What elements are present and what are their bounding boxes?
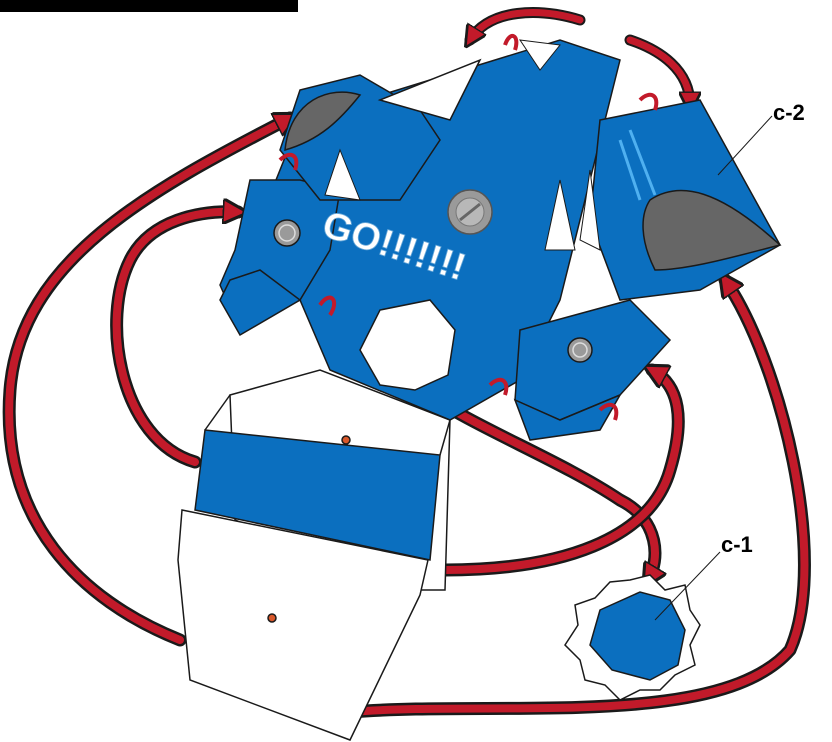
header-bar [0,0,298,12]
yamaha-emblem-icon [274,220,300,246]
marker-dot [268,614,276,622]
marker-dot [342,436,350,444]
leader-line-c2 [718,116,772,175]
screw-head-icon [448,190,492,234]
label-c1: c-1 [721,532,753,558]
yamaha-emblem-icon [568,338,592,362]
label-c2: c-2 [773,100,805,126]
lower-body [178,370,450,740]
right-cone-c2 [590,100,780,300]
arrow-inner-left [117,212,238,462]
